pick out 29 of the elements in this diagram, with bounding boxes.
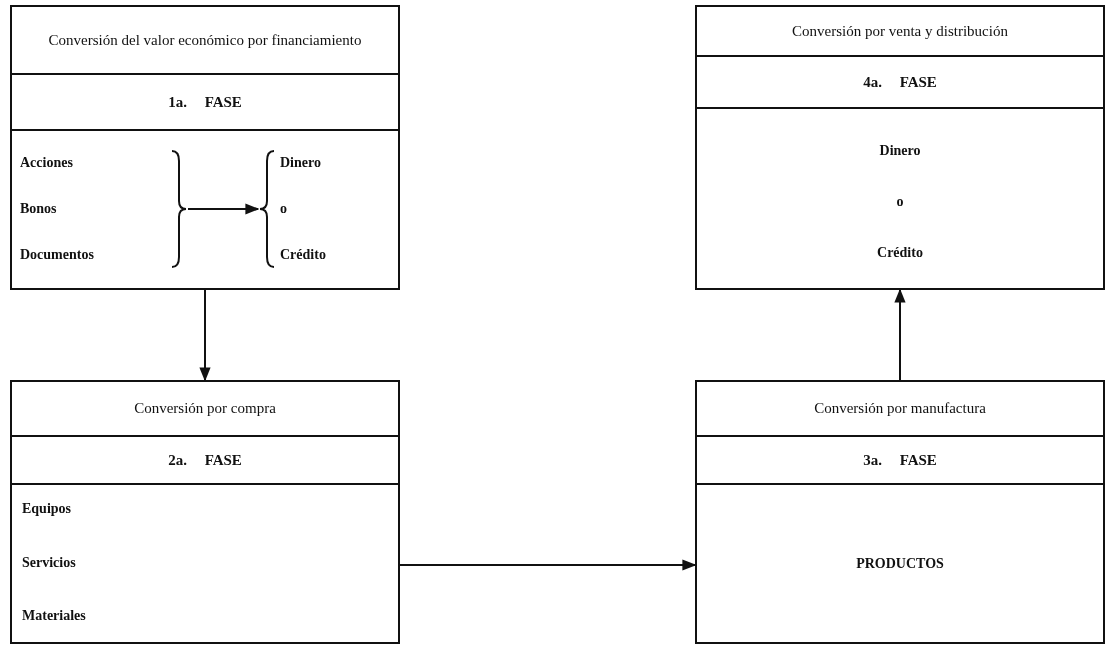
item-label: Materiales [22,607,86,625]
item-label: o [280,200,287,218]
phase-box [10,380,400,644]
item-label: o [896,193,904,211]
phase-box [695,5,1105,290]
arrow [187,203,260,215]
item-label: PRODUCTOS [856,554,944,573]
item-label: Crédito [877,244,923,262]
arrow [399,559,697,571]
item-label: Crédito [280,246,326,264]
phase-label: 1a. FASE [168,93,242,111]
phase-label: 2a. FASE [168,451,242,469]
item-label: Dinero [280,154,321,172]
stage-title: Conversión por venta y distribución [792,22,1008,40]
arrow [894,288,906,381]
phase-box [10,5,400,290]
stage-title: Conversión del valor económico por financiamiento [48,31,362,49]
item-label: Dinero [879,142,921,160]
phase-label: 4a. FASE [863,73,937,91]
item-label: Documentos [20,246,94,264]
item-label: Bonos [20,200,57,218]
arrow [199,289,211,382]
stage-title: Conversión por compra [134,400,276,417]
phase-label: 3a. FASE [863,451,937,469]
item-label: Acciones [20,154,73,172]
item-label: Servicios [22,553,76,572]
stage-title: Conversión por manufactura [814,400,986,417]
item-label: Equipos [22,500,72,518]
phase-box [695,380,1105,644]
